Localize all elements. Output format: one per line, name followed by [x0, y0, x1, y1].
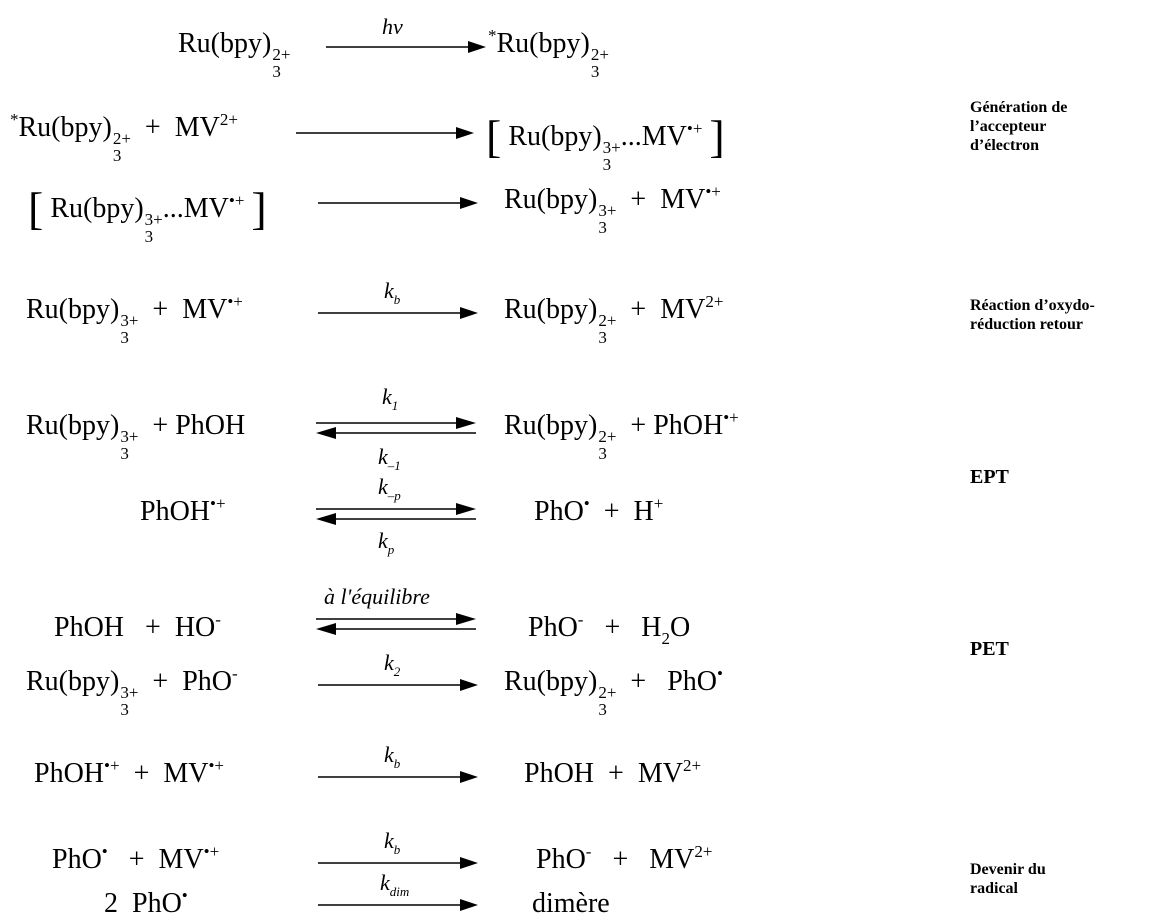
r8-rate-label: k2 — [384, 650, 401, 679]
r8-reactants: Ru(bpy)3+3 + PhO- — [26, 664, 238, 719]
r11-arrow — [318, 899, 478, 911]
r6-forward-rate: k–p — [378, 474, 401, 503]
r10-reactants: PhO• + MV•+ — [52, 842, 220, 875]
r2-reactants: *Ru(bpy)2+3 + MV2+ — [10, 110, 238, 165]
r7-products: PhO- + H2O — [528, 610, 691, 648]
r5-equilibrium-arrows — [316, 417, 476, 439]
r3-arrow — [318, 197, 478, 209]
r7-equilibrium-label: à l'équilibre — [324, 584, 430, 609]
r6-reactant: PhOH•+ — [140, 494, 226, 527]
r11-rate-label: kdim — [380, 870, 410, 899]
r9-products: PhOH + MV2+ — [524, 756, 702, 789]
r1-reactant: Ru(bpy)2+3 — [178, 28, 291, 81]
r2-arrow — [296, 127, 474, 139]
r4-products: Ru(bpy)2+3 + MV2+ — [504, 292, 724, 347]
r6-reverse-rate: kp — [378, 528, 395, 557]
r11-reactant: 2 PhO• — [104, 886, 188, 919]
r10-rate-label: kb — [384, 828, 401, 857]
r5-reverse-rate: k–1 — [378, 444, 401, 473]
label-redox-retour: Réaction d’oxydo- réduction retour — [970, 297, 1095, 333]
r7-equilibrium-arrows — [316, 613, 476, 635]
r8-products: Ru(bpy)2+3 + PhO• — [504, 664, 723, 719]
r4-arrow — [318, 307, 478, 319]
r3-reactant: [ Ru(bpy)3+3...MV•+ ] — [28, 183, 267, 246]
r9-rate-label: kb — [384, 742, 401, 771]
r6-equilibrium-arrows — [316, 503, 476, 525]
r6-products: PhO• + H+ — [534, 494, 664, 527]
r3-products: Ru(bpy)3+3 + MV•+ — [504, 182, 721, 237]
r5-reactants: Ru(bpy)3+3 + PhOH — [26, 410, 246, 463]
r1-product: *Ru(bpy)2+3 — [488, 26, 609, 81]
r11-product: dimère — [532, 888, 610, 919]
label-pet: PET — [970, 638, 1009, 660]
r7-reactants: PhOH + HO- — [54, 610, 221, 643]
r5-forward-rate: k1 — [382, 384, 399, 413]
r10-arrow — [318, 857, 478, 869]
r4-reactants: Ru(bpy)3+3 + MV•+ — [26, 292, 243, 347]
r2-product: [ Ru(bpy)3+3...MV•+ ] — [486, 111, 725, 174]
r9-arrow — [318, 771, 478, 783]
label-ept: EPT — [970, 466, 1009, 488]
r1-arrow — [326, 41, 486, 53]
r9-reactants: PhOH•+ + MV•+ — [34, 756, 225, 789]
r8-arrow — [318, 679, 478, 691]
label-generation: Génération de l’accepteur d’électron — [970, 99, 1068, 154]
r5-products: Ru(bpy)2+3 + PhOH•+ — [504, 408, 739, 463]
r1-hv-label: hν — [382, 14, 403, 39]
r4-rate-label: kb — [384, 278, 401, 307]
label-devenir: Devenir du radical — [970, 861, 1046, 897]
r10-products: PhO- + MV2+ — [536, 842, 713, 875]
